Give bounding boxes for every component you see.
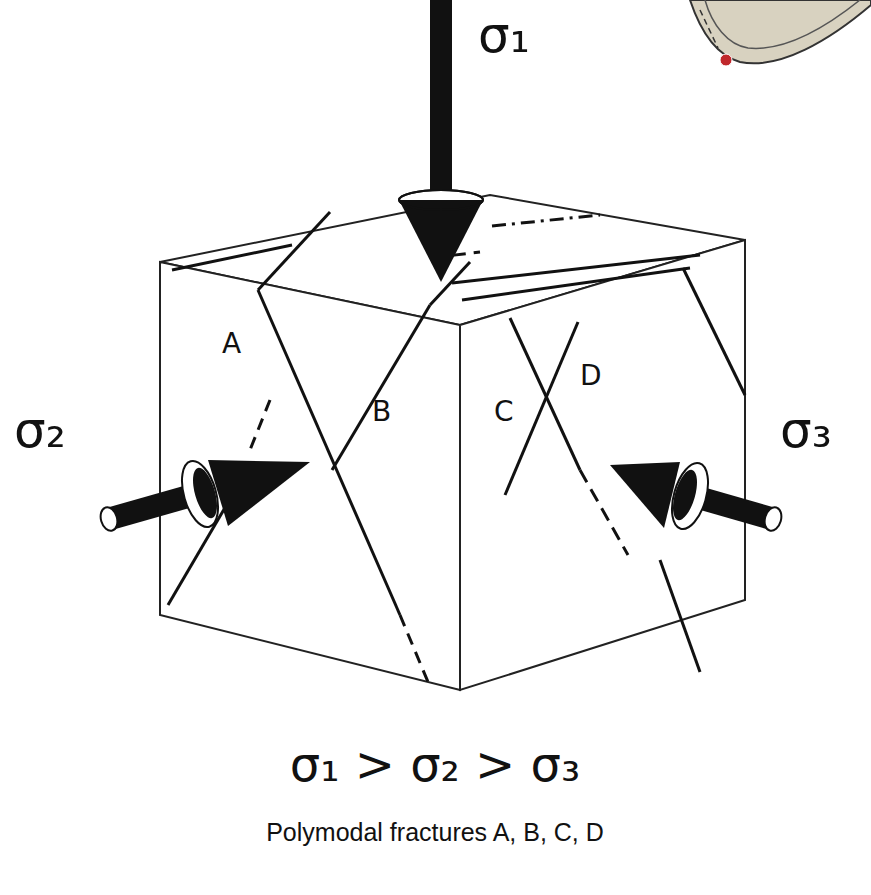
fracture-label: A xyxy=(222,330,241,358)
stress-label: σ₃ xyxy=(780,405,832,455)
shell-fragment xyxy=(690,0,871,66)
stress-relation: σ₁ > σ₂ > σ₃ xyxy=(290,740,580,788)
cube xyxy=(160,195,745,690)
stress-arrow xyxy=(98,457,310,533)
fracture-label: D xyxy=(580,362,602,390)
stress-label: σ₂ xyxy=(14,405,66,455)
stress-arrow xyxy=(610,459,784,533)
fractures xyxy=(168,212,745,682)
stress-arrow xyxy=(399,0,483,282)
caption: Polymodal fractures A, B, C, D xyxy=(266,820,604,845)
fracture-label: B xyxy=(372,398,391,426)
stress-label: σ₁ xyxy=(478,10,530,60)
fracture-label: C xyxy=(494,398,514,426)
